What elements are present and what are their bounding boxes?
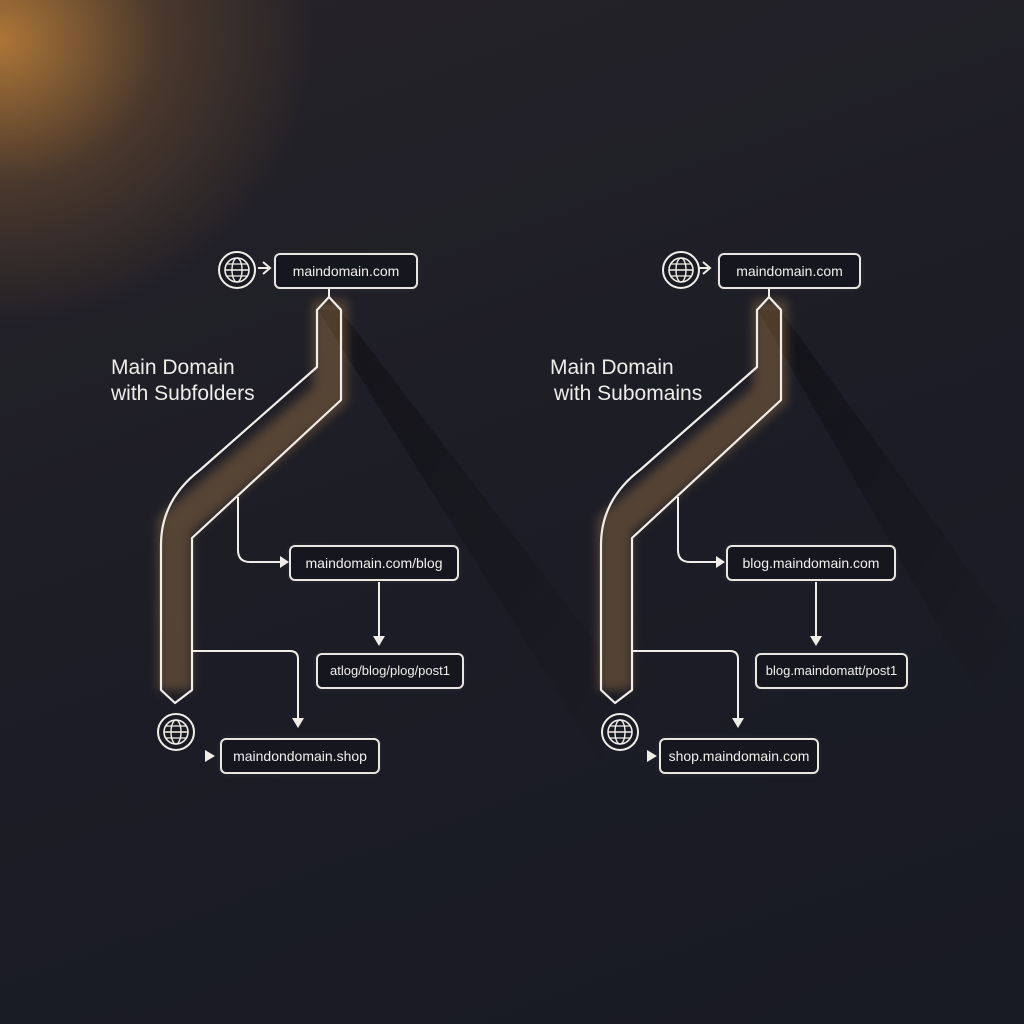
title-line-2: with Subomains	[554, 382, 703, 405]
root-domain-box: maindomain.com	[718, 253, 861, 289]
arrow-down-icon	[373, 636, 385, 646]
child-subdomain-box: blog.maindomain.com	[726, 545, 896, 581]
root-domain-box: maindomain.com	[274, 253, 418, 289]
arrow-down-icon	[292, 718, 304, 728]
title-line-1: Main Domain	[111, 356, 235, 379]
title-line-1: Main Domain	[550, 356, 674, 379]
globe-icon	[601, 713, 639, 751]
main-pipe	[159, 295, 343, 705]
arrow-down-icon	[810, 636, 822, 646]
child-path-box: maindomain.com/blog	[289, 545, 459, 581]
diagram-title: Main Domain with Subomains	[550, 355, 702, 407]
grandchild-path-box: blog.maindomatt/post1	[755, 653, 908, 689]
arrow-right-icon	[280, 556, 289, 568]
title-line-2: with Subfolders	[111, 382, 255, 405]
play-triangle-icon	[647, 750, 657, 762]
grandchild-path-box: atlog/blog/plog/post1	[316, 653, 464, 689]
globe-icon	[662, 251, 700, 289]
arrow-right-icon	[716, 556, 725, 568]
diagram-title: Main Domain with Subfolders	[111, 355, 255, 407]
arrow-down-icon	[732, 718, 744, 728]
play-triangle-icon	[205, 750, 215, 762]
globe-icon	[157, 713, 195, 751]
diagram-subdomains: Main Domain with Subomains maindomain.co…	[440, 0, 1020, 1024]
connector-lines	[158, 261, 640, 762]
main-pipe	[599, 295, 783, 705]
globe-icon	[218, 251, 256, 289]
connector-lines	[598, 261, 1020, 762]
diagram-subfolders: Main Domain with Subfolders maindomain.c…	[111, 251, 640, 774]
branch-domain-box: maindondomain.shop	[220, 738, 380, 774]
branch-subdomain-box: shop.maindomain.com	[659, 738, 819, 774]
